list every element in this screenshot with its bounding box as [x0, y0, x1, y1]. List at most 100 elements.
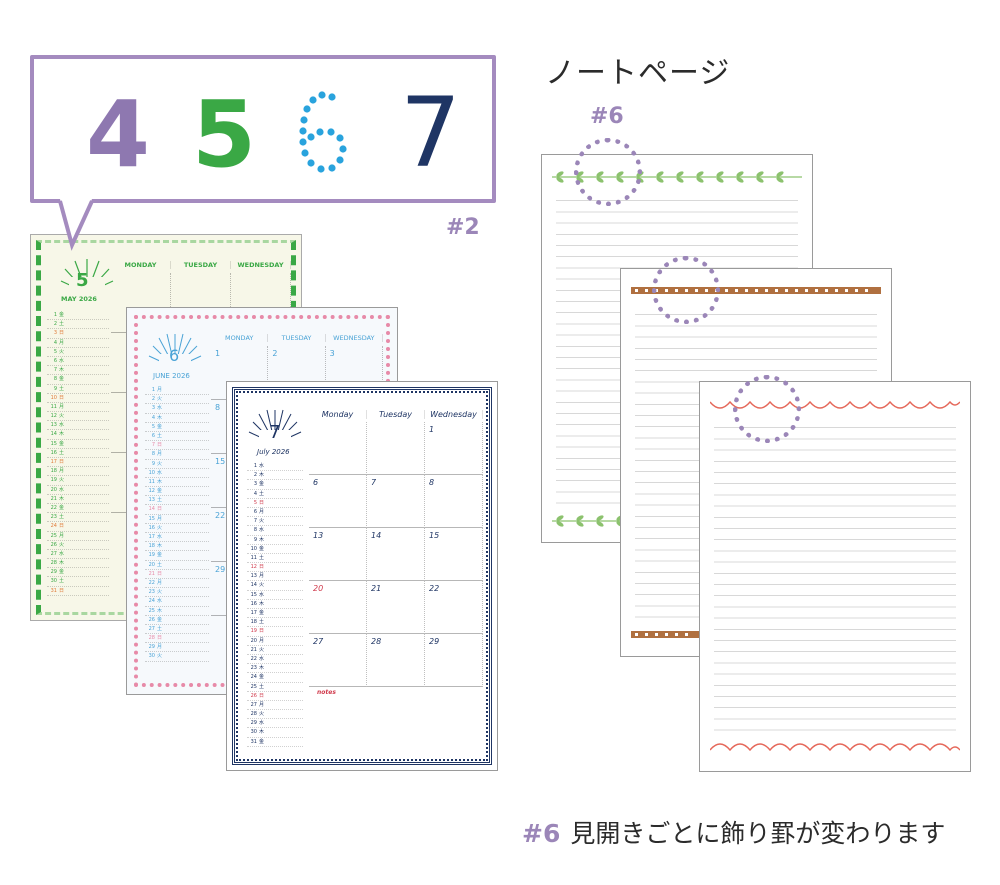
day-cell: 7 — [367, 475, 425, 528]
day-cell: 28 — [367, 634, 425, 687]
day-number: 9 — [53, 385, 57, 392]
day-cell — [367, 422, 425, 475]
day-number: 14 — [148, 506, 155, 513]
weekday-char: 水 — [259, 591, 265, 598]
day-number: 20 — [148, 561, 155, 568]
june-week-header: MONDAY TUESDAY WEDNESDAY — [211, 334, 383, 342]
month-numerals-bubble: 4 5 6 7 — [30, 55, 496, 203]
weekday-char: 木 — [259, 600, 265, 607]
day-number: 22 — [148, 579, 155, 586]
day-number: 31 — [250, 738, 257, 745]
day-number: 5 — [253, 499, 257, 506]
note-page-scallop — [700, 382, 970, 771]
day-number: 25 — [250, 683, 257, 690]
day-number: 13 — [148, 497, 155, 504]
weekday-char: 月 — [259, 508, 265, 515]
weekday-char: 金 — [259, 610, 265, 616]
weekday-char: 金 — [259, 738, 265, 745]
weekday-char: 土 — [157, 561, 163, 568]
caption-text: 見開きごとに飾り罫が変わります — [570, 819, 946, 848]
day-number: 6 — [53, 357, 57, 364]
weekday-char: 土 — [59, 385, 65, 392]
day-number: 6 — [151, 432, 155, 439]
day-number: 27 — [148, 625, 155, 632]
day-number: 1 — [253, 463, 257, 469]
weekday-label: WEDNESDAY — [326, 334, 383, 342]
day-number: 10 — [148, 469, 155, 476]
weekday-char: 土 — [59, 514, 65, 521]
day-number: 23 — [250, 665, 257, 672]
weekday-char: 土 — [59, 578, 65, 585]
weekday-char: 火 — [59, 477, 65, 484]
weekday-char: 金 — [157, 552, 163, 559]
weekday-char: 月 — [157, 644, 163, 651]
day-number: 18 — [50, 468, 57, 475]
weekday-char: 水 — [157, 598, 163, 605]
weekday-label: TUESDAY — [171, 261, 231, 269]
day-number: 1 — [151, 387, 155, 393]
may-month-number: 5 — [76, 270, 89, 291]
day-number: 25 — [50, 532, 57, 539]
day-number: 4 — [53, 339, 57, 346]
numeral-4: 4 — [86, 81, 151, 188]
day-number: 24 — [148, 598, 155, 605]
tag-2: #2 — [446, 215, 480, 240]
sunburst-icon — [148, 333, 202, 372]
weekday-char: 土 — [259, 554, 265, 561]
weekday-char: 金 — [59, 504, 65, 511]
day-number: 28 — [148, 635, 155, 642]
bubble-tail — [58, 199, 94, 251]
weekday-char: 水 — [259, 720, 265, 727]
july-month-number: 7 — [269, 422, 281, 443]
day-number: 11 — [50, 403, 57, 410]
weekday-label: TUESDAY — [268, 334, 326, 342]
day-number: 22 — [50, 504, 57, 511]
weekday-char: 土 — [259, 619, 265, 626]
day-cell: 15 — [425, 528, 483, 581]
day-number: 14 — [50, 431, 57, 438]
scallop-border — [710, 743, 960, 752]
weekday-char: 水 — [59, 422, 65, 429]
day-number: 16 — [148, 524, 155, 531]
day-number: 29 — [148, 644, 155, 651]
day-number: 21 — [148, 570, 155, 577]
day-cell: 8 — [425, 475, 483, 528]
weekday-char: 木 — [59, 431, 65, 438]
day-number: 22 — [250, 655, 257, 662]
weekday-char: 金 — [59, 440, 65, 447]
weekday-char: 金 — [59, 569, 65, 576]
weekday-char: 日 — [259, 692, 265, 699]
weekday-char: 日 — [259, 499, 265, 506]
weekday-char: 金 — [59, 312, 65, 318]
weekday-char: 木 — [157, 543, 163, 550]
day-number: 16 — [50, 449, 57, 456]
